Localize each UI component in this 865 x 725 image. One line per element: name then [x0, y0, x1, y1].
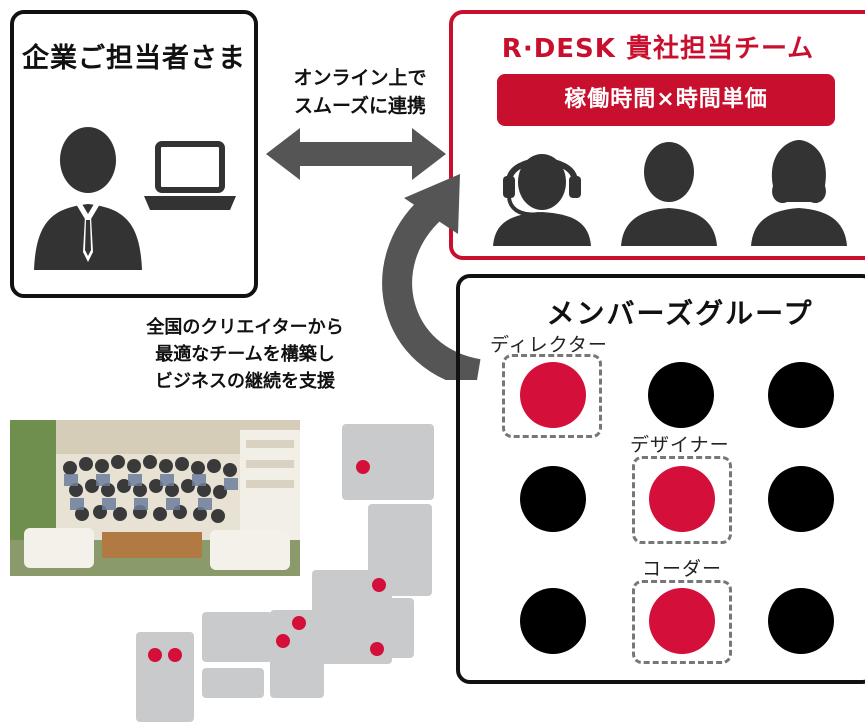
staff-female-icon [751, 140, 847, 246]
staff-male-icon [621, 142, 717, 246]
client-with-laptop-icon [34, 127, 236, 270]
rate-badge: 稼働時間×時間単価 [497, 74, 835, 126]
network-caption: 全国のクリエイターから 最適なチームを構築し ビジネスの継続を支援 [100, 314, 390, 395]
map-pin [356, 460, 370, 474]
member-coder-dot [649, 588, 715, 654]
member-dot [768, 588, 834, 654]
map-chugoku [202, 612, 272, 662]
team-group-photo [10, 420, 300, 576]
member-dot [520, 466, 586, 532]
map-pin [372, 578, 386, 592]
network-caption-line2: 最適なチームを構築し [155, 344, 335, 365]
network-caption-line3: ビジネスの継続を支援 [155, 371, 335, 392]
map-pin [276, 634, 290, 648]
sync-caption-line2: スムーズに連携 [293, 95, 427, 117]
member-designer-dot [649, 466, 715, 532]
team-box: R·DESK 貴社担当チーム 稼働時間×時間単価 [449, 10, 865, 260]
member-dot [768, 362, 834, 428]
map-pin [168, 648, 182, 662]
role-label-coder: コーダー [642, 558, 723, 580]
team-title: R·DESK 貴社担当チーム [501, 34, 815, 64]
map-hokkaido [342, 424, 434, 500]
member-director-dot [520, 362, 586, 428]
role-label-director: ディレクター [490, 334, 608, 356]
coder-frame [632, 580, 732, 664]
headset-operator-icon [493, 154, 591, 246]
director-frame [502, 354, 602, 438]
sync-caption-line1: オンライン上で [293, 67, 427, 89]
map-shikoku [202, 668, 264, 698]
sync-caption: オンライン上で スムーズに連携 [270, 64, 450, 120]
double-arrow-icon [266, 128, 446, 180]
role-label-designer: デザイナー [630, 434, 730, 456]
map-kyushu [136, 632, 194, 722]
member-dot [648, 362, 714, 428]
member-dot [520, 588, 586, 654]
client-title: 企業ご担当者さま [22, 43, 246, 74]
client-box: 企業ご担当者さま [10, 10, 258, 298]
map-pin [370, 642, 384, 656]
members-title: メンバーズグループ [546, 297, 814, 330]
map-pin [292, 616, 306, 630]
map-pin [148, 648, 162, 662]
designer-frame [632, 456, 732, 544]
japan-map [130, 420, 440, 725]
network-caption-line1: 全国のクリエイターから [146, 317, 344, 338]
curved-arrow-icon [382, 174, 482, 380]
map-kanto [358, 598, 414, 658]
members-box: メンバーズグループ ディレクター デザイナー コーダー [456, 274, 865, 684]
member-dot [768, 466, 834, 532]
